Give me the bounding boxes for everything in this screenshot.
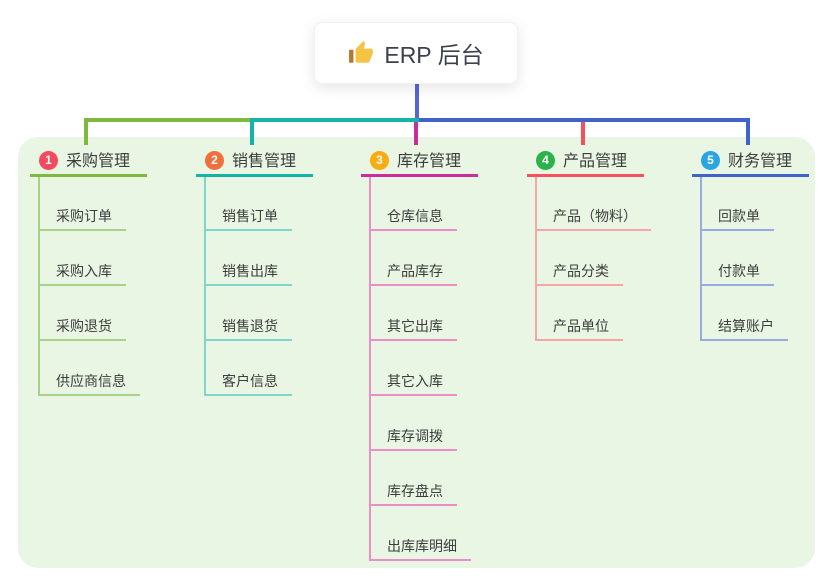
tree-node-item[interactable]: 库存调拨 xyxy=(369,426,457,451)
tree-node-item[interactable]: 其它入库 xyxy=(369,371,457,396)
branch-1-connector xyxy=(84,118,88,145)
branch-2-underline xyxy=(196,174,313,177)
tree-node-item[interactable]: 其它出库 xyxy=(369,316,457,341)
branch-1-label[interactable]: 采购管理 xyxy=(66,153,131,170)
branch-5-connector xyxy=(746,118,750,145)
branch-2-label[interactable]: 销售管理 xyxy=(232,153,297,170)
tree-node-item[interactable]: 销售退货 xyxy=(204,316,292,341)
branch-number-badge: 1 xyxy=(39,151,58,170)
tree-node-item[interactable]: 采购退货 xyxy=(38,316,126,341)
branch-5-label[interactable]: 财务管理 xyxy=(728,153,793,170)
tree-node-item[interactable]: 客户信息 xyxy=(204,371,292,396)
root-connector xyxy=(415,84,419,120)
bus-line-5 xyxy=(419,118,750,122)
tree-node-item[interactable]: 出库库明细 xyxy=(369,536,471,561)
branch-4-children-line xyxy=(535,177,537,341)
bus-line-2 xyxy=(250,118,419,122)
branch-number-badge: 5 xyxy=(701,151,720,170)
branch-2-children-line xyxy=(204,177,206,396)
branch-number-badge: 3 xyxy=(370,151,389,170)
branch-number-badge: 2 xyxy=(205,151,224,170)
tree-node-item[interactable]: 仓库信息 xyxy=(369,206,457,231)
branch-5-children-line xyxy=(700,177,702,341)
branch-3-children-line xyxy=(369,177,371,561)
tree-node-item[interactable]: 产品分类 xyxy=(535,261,623,286)
branch-3-underline xyxy=(361,174,478,177)
tree-node-item[interactable]: 销售订单 xyxy=(204,206,292,231)
root-node[interactable]: ERP 后台 xyxy=(314,22,518,84)
tree-node-item[interactable]: 供应商信息 xyxy=(38,371,140,396)
root-title: ERP 后台 xyxy=(384,42,484,68)
tree-node-item[interactable]: 采购订单 xyxy=(38,206,126,231)
branch-2-connector xyxy=(250,118,254,145)
branch-4-connector xyxy=(581,122,585,145)
branch-4-label[interactable]: 产品管理 xyxy=(563,153,628,170)
branch-3-connector xyxy=(414,122,418,145)
branch-5-underline xyxy=(692,174,809,177)
tree-node-item[interactable]: 结算账户 xyxy=(700,316,788,341)
branch-4-underline xyxy=(527,174,644,177)
tree-node-item[interactable]: 回款单 xyxy=(700,206,774,231)
thumbs-up-icon xyxy=(348,40,374,66)
tree-node-item[interactable]: 产品（物料） xyxy=(535,206,651,231)
tree-node-item[interactable]: 产品库存 xyxy=(369,261,457,286)
branch-3-label[interactable]: 库存管理 xyxy=(397,153,462,170)
tree-node-item[interactable]: 采购入库 xyxy=(38,261,126,286)
tree-node-item[interactable]: 产品单位 xyxy=(535,316,623,341)
tree-node-item[interactable]: 销售出库 xyxy=(204,261,292,286)
branch-number-badge: 4 xyxy=(536,151,555,170)
tree-node-item[interactable]: 库存盘点 xyxy=(369,481,457,506)
tree-node-item[interactable]: 付款单 xyxy=(700,261,774,286)
branches-panel xyxy=(18,137,815,568)
branch-1-children-line xyxy=(38,177,40,396)
branch-1-underline xyxy=(30,174,147,177)
